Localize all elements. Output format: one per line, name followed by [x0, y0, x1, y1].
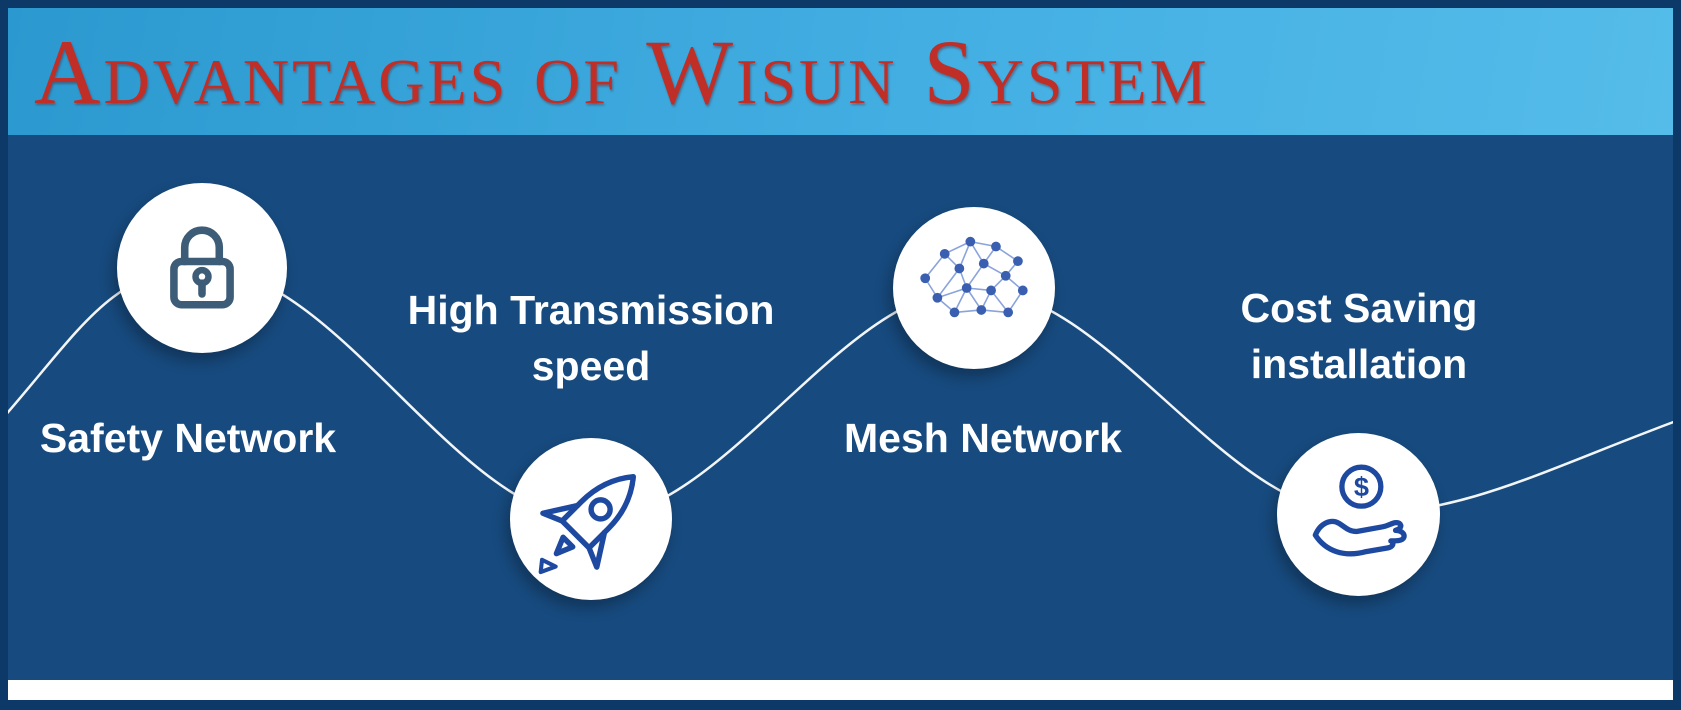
bottom-strip: [8, 680, 1673, 700]
mesh-network-icon: [920, 236, 1028, 318]
icon-circle-mesh: [893, 207, 1055, 369]
dollar-symbol: $: [1353, 471, 1368, 502]
rocket-icon: [538, 473, 637, 575]
lock-icon: [170, 226, 234, 309]
page-title: Advantages of Wisun System: [34, 20, 1210, 123]
advantage-label-safety: Safety Network: [39, 415, 337, 461]
icon-circle-safety: [117, 183, 287, 353]
advantage-label-speed-line1: High Transmission: [407, 287, 775, 333]
icon-circle-speed: [510, 438, 672, 600]
hand-coin-icon: $: [1312, 464, 1407, 556]
advantage-label-cost-line1: Cost Saving: [1240, 285, 1478, 331]
advantage-label-speed: High Transmission speed: [386, 282, 796, 394]
icon-circle-cost: $: [1277, 433, 1440, 596]
advantage-label-speed-line2: speed: [531, 343, 651, 389]
header-band: Advantages of Wisun System: [8, 8, 1673, 135]
advantage-label-cost-line2: installation: [1250, 341, 1468, 387]
advantage-label-mesh: Mesh Network: [844, 415, 1122, 461]
advantage-label-cost: Cost Saving installation: [1158, 280, 1560, 392]
